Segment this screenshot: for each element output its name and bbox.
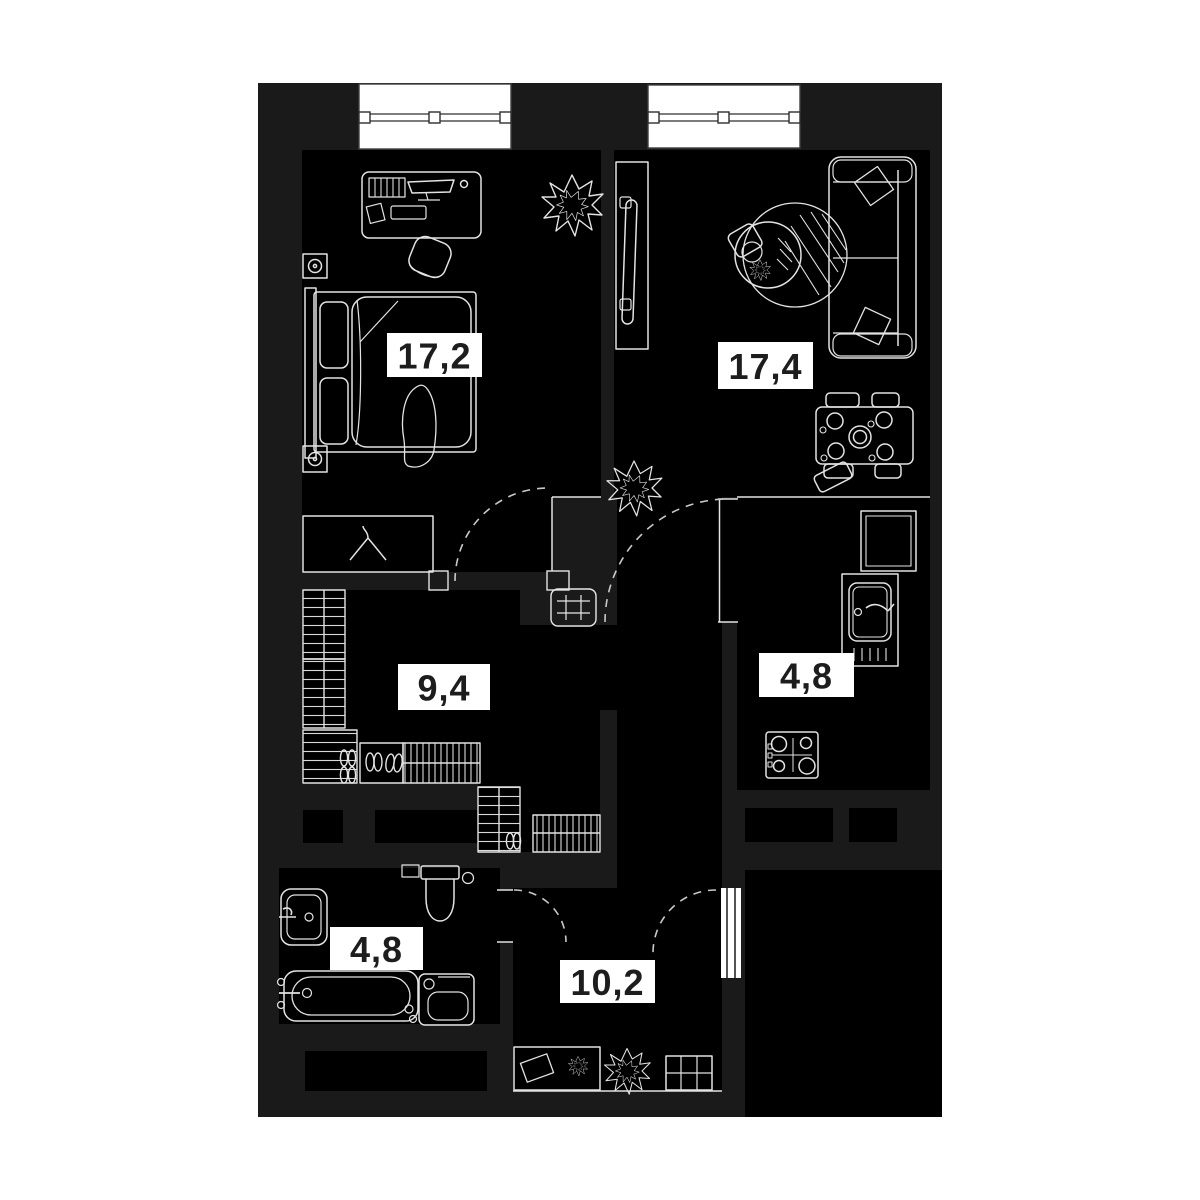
- shelving-unit: [302, 589, 346, 660]
- door-arc-bedroom: [454, 487, 549, 582]
- shaft-4: [849, 808, 897, 842]
- hanging-rack: [532, 814, 601, 853]
- dining-chair: [813, 461, 853, 493]
- desk-chair: [408, 235, 452, 279]
- room-area-value: 17,2: [397, 336, 471, 377]
- sofa: [828, 156, 917, 359]
- room-area-value: 4,8: [780, 656, 833, 697]
- outside-block: [745, 870, 942, 1117]
- door-arc-hall: [652, 889, 717, 954]
- room-area-value: 9,4: [417, 668, 470, 709]
- vent-duct: [550, 588, 597, 627]
- door-arc-kitchen: [604, 498, 729, 623]
- stove: [765, 731, 819, 779]
- wardrobe: [302, 515, 434, 573]
- shelving-unit: [302, 658, 346, 729]
- dining-chair: [871, 392, 900, 408]
- room-dressing-floor: [303, 590, 617, 852]
- bathtub: [276, 970, 419, 1024]
- room-area-value: 10,2: [570, 962, 644, 1003]
- dining-chair: [825, 392, 860, 408]
- shelving-unit: [477, 786, 522, 853]
- wall-edge-lines: [497, 496, 930, 1092]
- dining-chair: [874, 463, 902, 479]
- window-1: [358, 83, 512, 150]
- room-area-value: 4,8: [350, 929, 403, 970]
- entry-door: [721, 888, 741, 978]
- hanger-icon: [349, 525, 387, 561]
- washing-machine: [418, 973, 475, 1026]
- wall-outlet-1: [302, 253, 328, 279]
- tv-cabinet: [615, 161, 649, 350]
- room-label-living-room: 17,4: [718, 342, 813, 389]
- room-label-dressing: 9,4: [398, 664, 490, 710]
- hall-bench: [513, 1046, 601, 1091]
- shaft-3: [745, 808, 833, 842]
- kitchen-sink: [841, 573, 899, 667]
- wall-outlet-2: [302, 445, 328, 473]
- shaft-1: [303, 810, 343, 843]
- room-label-bedroom: 17,2: [387, 333, 482, 377]
- room-label-hallway: 10,2: [560, 960, 655, 1003]
- room-label-bathroom: 4,8: [330, 927, 423, 970]
- bathroom-sink: [279, 888, 328, 946]
- kitchen-doorway-gap: [720, 499, 737, 622]
- desk: [361, 171, 482, 239]
- sofa-pillow: [852, 306, 892, 346]
- round-table: [727, 221, 802, 289]
- window-2: [647, 84, 801, 149]
- doormat: [665, 1055, 713, 1091]
- shelving-unit: [302, 729, 358, 784]
- room-area-value: 17,4: [728, 346, 802, 387]
- bedroom-door-jamb-left: [428, 570, 449, 591]
- toilet: [401, 864, 475, 922]
- faucet-icon: [279, 907, 296, 918]
- dining-table: [813, 392, 914, 493]
- bathroom-doorway-gap: [497, 890, 513, 942]
- faucet-icon: [865, 603, 895, 612]
- hanging-rack: [402, 742, 481, 784]
- sofa-pillow: [853, 165, 895, 207]
- room-label-kitchen: 4,8: [759, 653, 854, 697]
- corridor-floor: [617, 497, 722, 890]
- shaft-2: [375, 810, 480, 843]
- shaft-5: [305, 1051, 487, 1091]
- bedroom-door-jamb-right: [546, 570, 570, 591]
- fridge: [860, 510, 917, 572]
